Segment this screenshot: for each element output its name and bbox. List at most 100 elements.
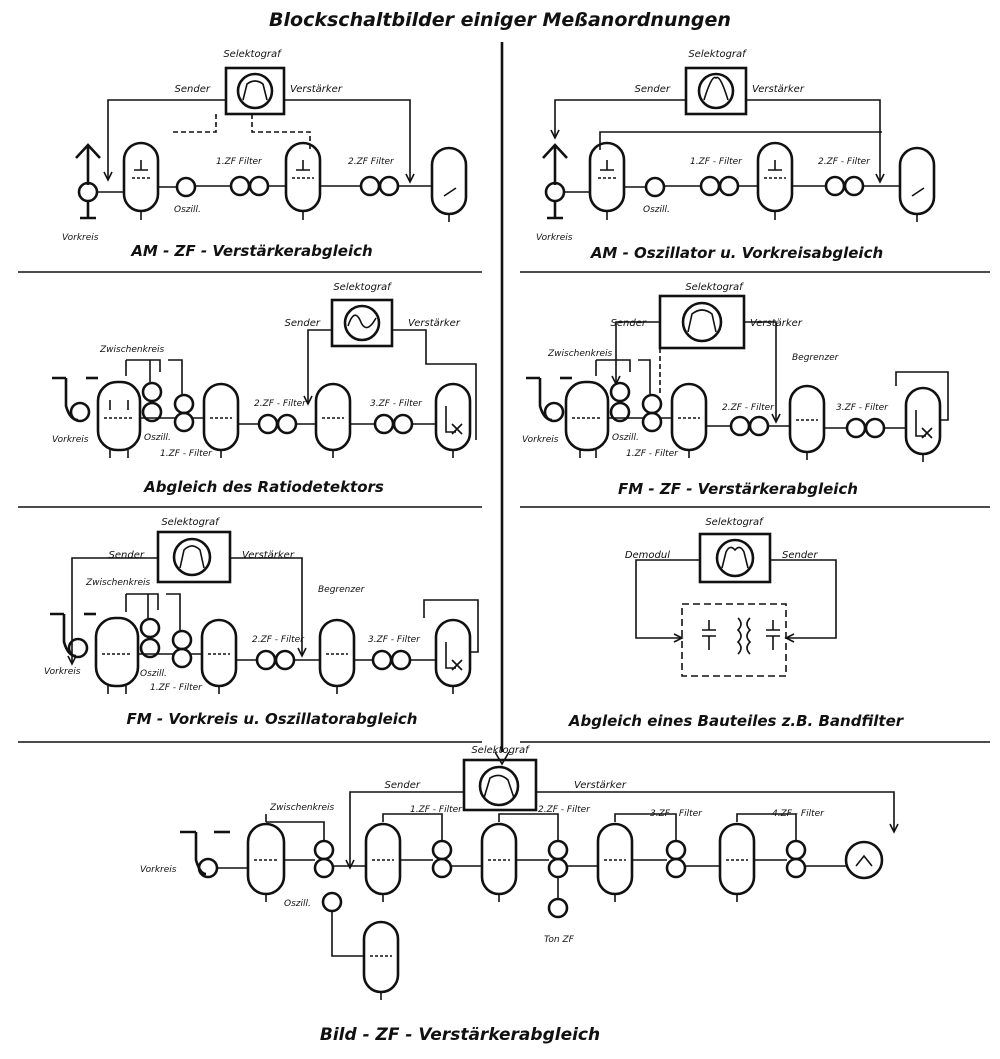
- ratio-detector-icon: [434, 382, 472, 452]
- panel-bild-zf: Selektograf Sender Verstärker Zwischenkr…: [140, 745, 899, 1045]
- zwischenkreis-label: Zwischenkreis: [547, 349, 613, 359]
- selektograf-label: Selektograf: [333, 282, 392, 293]
- sender-label: Sender: [285, 318, 321, 329]
- panel-caption: Abgleich des Ratiodetektors: [143, 478, 384, 496]
- ratio-detector-icon: [904, 386, 942, 456]
- filter1-label: 1.ZF Filter: [216, 157, 263, 167]
- verstaerker-wire: [392, 329, 477, 440]
- bandpass-curve: [687, 309, 717, 333]
- selektograf-box: [224, 66, 286, 116]
- verstaerker-wire: [746, 99, 881, 180]
- selektograf-label: Selektograf: [161, 517, 220, 528]
- panel-ratiodetektor: Selektograf Sender Verstärker Zwischenkr…: [52, 282, 477, 496]
- bandpass-curve: [242, 80, 268, 101]
- panel-caption: AM - ZF - Verstärkerabgleich: [130, 242, 372, 260]
- zwischenkreis-label: Zwischenkreis: [85, 578, 151, 588]
- vorkreis-label: Vorkreis: [522, 435, 559, 445]
- if-tube-icon: [284, 141, 322, 213]
- verstaerker-label: Verstärker: [290, 84, 343, 95]
- oszill-label: Oszill.: [174, 205, 201, 215]
- ratio-detector-icon: [434, 618, 472, 688]
- sender-wire: [107, 99, 226, 178]
- sender-label: Sender: [782, 550, 818, 561]
- antenna-icon: [542, 143, 568, 185]
- filter3-label: 3.ZF - Filter: [368, 635, 421, 645]
- mixer-tube-icon: [122, 141, 160, 213]
- filter1-label: 1.ZF - Filter: [410, 805, 463, 815]
- panel-caption: AM - Oszillator u. Vorkreisabgleich: [590, 244, 883, 262]
- oszill-label: Oszill.: [284, 899, 311, 909]
- if-tube-1-icon: [202, 382, 240, 452]
- selektograf-screen: [236, 72, 274, 110]
- verstaerker-wire: [284, 99, 411, 180]
- s-curve: [347, 314, 377, 329]
- panel-fm-zf: Selektograf Sender Verstärker Zwischenkr…: [522, 282, 949, 498]
- selektograf-label: Selektograf: [705, 517, 764, 528]
- filter1-label: 1.ZF - Filter: [626, 449, 679, 459]
- input-circuit-icon: [526, 376, 553, 422]
- mixer-tube-icon: [588, 141, 626, 213]
- panel-bandfilter: Selektograf Demodul Sender Abgleich eine…: [568, 517, 905, 730]
- begrenzer-tube-icon: [318, 618, 356, 688]
- verstaerker-label: Verstärker: [574, 780, 627, 791]
- filter2-label: 2.ZF - Filter: [538, 805, 591, 815]
- if-tube-3-icon: [596, 822, 634, 896]
- mixer-tube-icon: [94, 616, 140, 688]
- panel-caption: Bild - ZF - Verstärkerabgleich: [320, 1025, 600, 1045]
- if-tube-4-icon: [718, 822, 756, 896]
- sender-label: Sender: [611, 318, 647, 329]
- vorkreis-coil: [544, 181, 566, 203]
- filter2-label: 2.ZF - Filter: [818, 157, 871, 167]
- demod-tube-icon: [430, 146, 468, 216]
- panel-am-oszillator: Selektograf Sender Verstärker Vorkreis O…: [536, 49, 936, 262]
- selektograf-box: [330, 298, 394, 348]
- sheet-title: Blockschaltbilder einiger Meßanordnungen: [269, 9, 731, 31]
- selektograf-label: Selektograf: [685, 282, 744, 293]
- if-tube-2-icon: [480, 822, 518, 896]
- sender-wire: [554, 99, 686, 136]
- oszill-label: Oszill.: [643, 205, 670, 215]
- verstaerker-wire: [230, 557, 303, 654]
- selektograf-screen: [478, 765, 520, 807]
- selektograf-screen: [697, 72, 735, 110]
- filter1-label: 1.ZF - Filter: [150, 683, 203, 693]
- if-tube-icon: [756, 141, 794, 213]
- sender-wire: [349, 791, 464, 866]
- selektograf-label: Selektograf: [688, 49, 747, 60]
- filter1-label: 1.ZF - Filter: [690, 157, 743, 167]
- if-tube-2-icon: [314, 382, 352, 452]
- sender-label: Sender: [175, 84, 211, 95]
- bandfilter-box: [681, 603, 787, 677]
- oszill-label: Oszill.: [144, 433, 171, 443]
- oszill-coil: [644, 176, 666, 198]
- demod-tube-icon: [898, 146, 936, 216]
- verstaerker-wire: [536, 791, 895, 830]
- verstaerker-label: Verstärker: [408, 318, 461, 329]
- verstaerker-label: Verstärker: [242, 550, 295, 561]
- double-hump-curve: [721, 546, 749, 569]
- video-detector-icon: [844, 840, 884, 880]
- vorkreis-label: Vorkreis: [52, 435, 89, 445]
- oszill-coil: [175, 176, 197, 198]
- verstaerker-wire: [744, 321, 777, 420]
- zwischenkreis-label: Zwischenkreis: [99, 345, 165, 355]
- mixer-tube-icon: [96, 380, 142, 452]
- selektograf-screen: [715, 538, 755, 578]
- input-circuit-icon: [180, 830, 207, 876]
- selektograf-screen: [681, 301, 723, 343]
- mixer-tube-icon: [564, 380, 610, 452]
- bandpass-curve: [179, 545, 205, 569]
- sender-label: Sender: [635, 84, 671, 95]
- selektograf-screen: [343, 304, 381, 342]
- if-tube-1-icon: [200, 618, 238, 688]
- vorkreis-label: Vorkreis: [140, 865, 177, 875]
- selektograf-label: Selektograf: [471, 745, 530, 756]
- filter2-label: 2.ZF Filter: [348, 157, 395, 167]
- demodul-label: Demodul: [625, 550, 670, 561]
- input-circuit-icon: [52, 376, 79, 422]
- filter2-label: 2.ZF - Filter: [254, 399, 307, 409]
- if-tube-1-icon: [364, 822, 402, 896]
- panel-am-zf: Selektograf Sender Verstärker Vorkreis O…: [62, 49, 468, 260]
